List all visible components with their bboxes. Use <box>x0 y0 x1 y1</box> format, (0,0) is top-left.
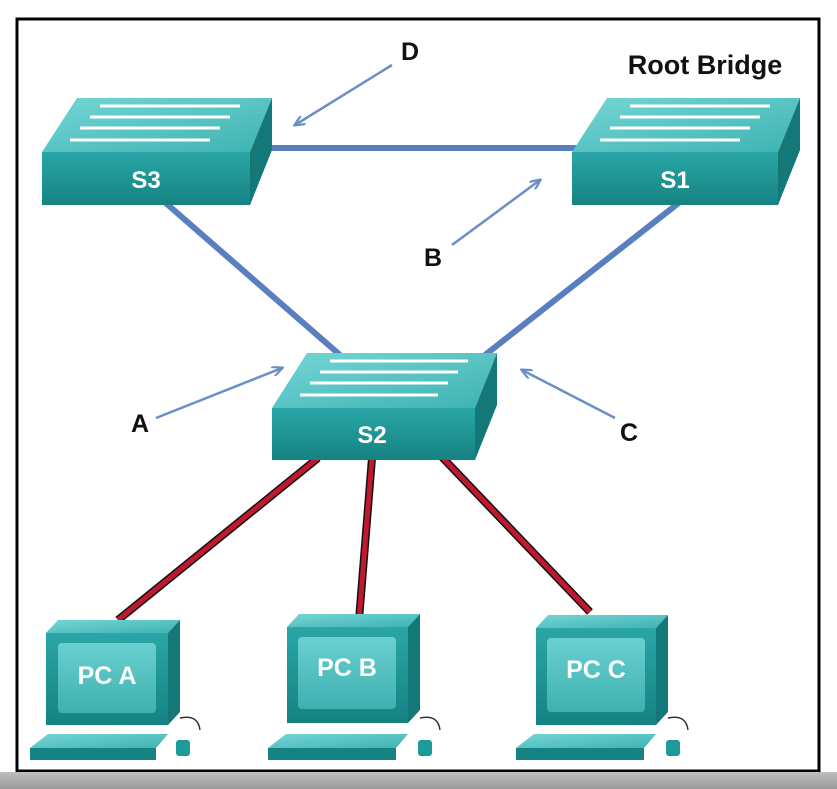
switch-s2-arrows-icon <box>300 359 468 397</box>
pc-a-mouse-icon <box>176 740 190 756</box>
pc-b-keyboard <box>268 734 408 748</box>
pc-c-screen <box>547 638 645 712</box>
pointer-d-arrow-icon <box>295 63 393 125</box>
pc-c: PC C <box>516 615 689 760</box>
pc-a-keyboard <box>30 734 168 748</box>
pointer-d-label: D <box>401 38 419 66</box>
pointer-arrows <box>155 63 616 420</box>
pointer-a-label: A <box>131 410 149 438</box>
pointer-c-arrow-icon <box>522 370 616 420</box>
pointer-b-arrow-icon <box>451 180 540 247</box>
switch-s3-front <box>42 152 250 205</box>
switch-s2-front <box>272 408 475 460</box>
link-s2-pcc <box>438 453 592 614</box>
switch-s1-arrows-icon <box>600 104 770 142</box>
trunk-links <box>158 145 687 358</box>
link-s2-pcb <box>356 457 375 621</box>
pointer-b-label: B <box>424 244 442 272</box>
pc-a: PC A <box>30 620 201 760</box>
pc-b: PC B <box>268 614 441 760</box>
pc-b-mouse-icon <box>418 740 432 756</box>
switch-s3-arrows-icon <box>70 104 240 142</box>
switch-s3: S3 <box>42 98 272 205</box>
link-s2-pca <box>116 456 320 622</box>
bottom-shadow <box>0 772 837 789</box>
switch-s1-label: S1 <box>660 167 689 194</box>
pc-c-mouse-icon <box>666 740 680 756</box>
pointer-c-label: C <box>620 419 638 447</box>
pc-b-label: PC B <box>317 654 377 682</box>
switch-s1-front <box>572 152 778 205</box>
switch-s3-label: S3 <box>131 167 160 194</box>
pointer-a-arrow-icon <box>155 368 282 420</box>
pc-c-keyboard <box>516 734 656 748</box>
diagram-frame <box>15 17 821 773</box>
root-bridge-label: Root Bridge <box>628 50 783 80</box>
link-s1-s2 <box>483 195 687 358</box>
link-s3-s2 <box>158 195 342 358</box>
switch-s2: S2 <box>272 353 497 460</box>
access-links <box>115 452 593 624</box>
pc-c-label: PC C <box>566 656 626 684</box>
pc-a-label: PC A <box>78 662 137 690</box>
pc-b-screen <box>298 637 396 709</box>
switch-s1: S1 <box>572 98 800 205</box>
pc-a-screen <box>58 643 156 713</box>
switch-s2-label: S2 <box>357 422 386 449</box>
